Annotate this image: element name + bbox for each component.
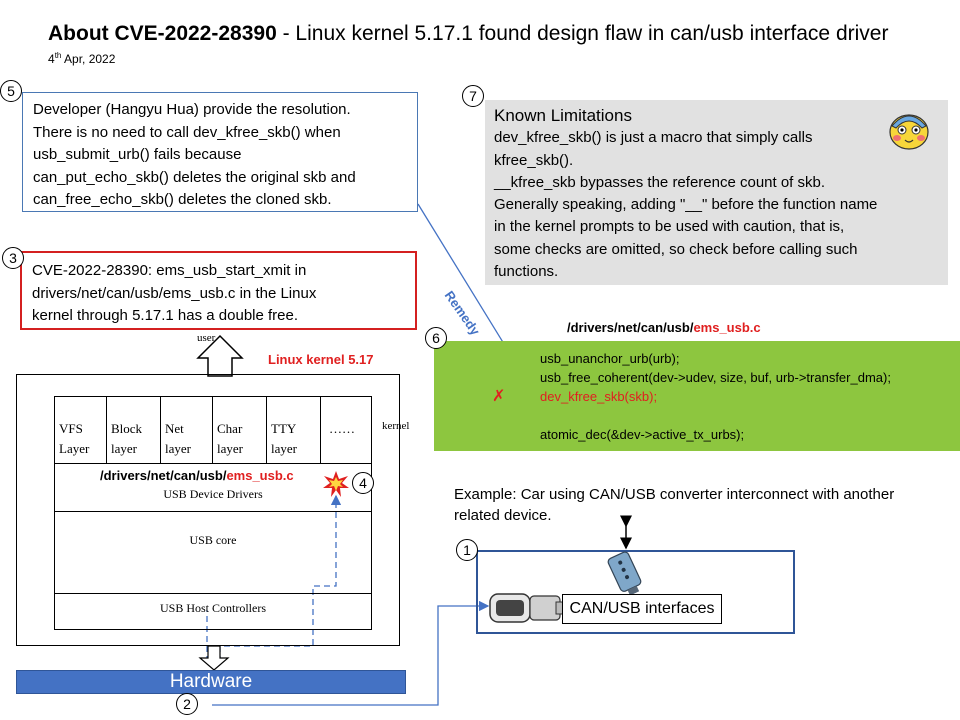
cve-line: CVE-2022-28390: ems_usb_start_xmit in <box>32 262 307 279</box>
code-line: usb_unanchor_urb(urb); <box>540 351 680 366</box>
cve-line: drivers/net/can/usb/ems_usb.c in the Lin… <box>32 284 317 302</box>
cartoon-face-icon <box>889 114 929 150</box>
driver-file-path: /drivers/net/can/usb/ems_usb.c <box>100 468 294 483</box>
kernel-version-label: Linux kernel 5.17 <box>268 352 374 367</box>
hw-to-usb-connector <box>212 600 490 706</box>
marker-5: 5 <box>0 80 22 102</box>
limitation-line: in the kernel prompts to be used with ca… <box>494 218 845 236</box>
date-day: 4 <box>48 52 55 66</box>
date-rest: Apr, 2022 <box>61 52 116 66</box>
page-title: About CVE-2022-28390 - Linux kernel 5.17… <box>48 22 888 46</box>
known-limitations-heading: Known Limitations <box>494 106 632 125</box>
marker-4: 4 <box>352 472 374 494</box>
user-label: user <box>197 332 216 344</box>
can-usb-interfaces-label: CAN/USB interfaces <box>562 594 722 624</box>
kernel-outer-frame <box>16 374 400 646</box>
usb-core-label: USB core <box>189 533 237 547</box>
marker-7: 7 <box>462 85 484 107</box>
limitation-line: __kfree_skb bypasses the reference count… <box>494 173 826 191</box>
limitation-line: dev_kfree_skb() is just a macro that sim… <box>494 129 813 147</box>
date-suffix: th <box>54 51 62 60</box>
divider <box>55 511 371 512</box>
marker-6: 6 <box>425 327 447 349</box>
cve-line: kernel through 5.17.1 has a double free. <box>32 307 299 324</box>
driver-path-file: ems_usb.c <box>226 468 294 483</box>
code-file-path: /drivers/net/can/usb/ems_usb.c <box>567 320 761 335</box>
marker-1: 1 <box>456 539 478 561</box>
hardware-down-arrow <box>198 645 230 671</box>
driver-path-prefix: /drivers/net/can/usb/ <box>100 468 227 483</box>
title-bold: About CVE-2022-28390 <box>48 22 277 45</box>
marker-2: 2 <box>176 693 198 715</box>
limitation-line: functions. <box>494 263 559 281</box>
explosion-icon <box>323 471 349 497</box>
resolution-line: usb_submit_urb() fails because <box>33 146 242 163</box>
usb-plug-icon <box>489 593 567 623</box>
code-snippet-box: usb_unanchor_urb(urb); usb_free_coherent… <box>434 341 960 451</box>
marker-3: 3 <box>2 247 24 269</box>
kernel-side-label: kernel <box>382 420 410 432</box>
code-line: atomic_dec(&dev->active_tx_urbs); <box>540 427 745 442</box>
example-caption: Example: Car using CAN/USB converter int… <box>454 486 895 524</box>
limitation-line: Generally speaking, adding "__" before t… <box>494 196 878 214</box>
code-line: usb_free_coherent(dev->udev, size, buf, … <box>540 370 891 385</box>
code-line-removed: dev_kfree_skb(skb); <box>540 389 658 404</box>
hardware-bar: Hardware <box>16 670 406 694</box>
serial-connector-icon <box>607 551 642 596</box>
cross-mark-icon: ✗ <box>492 388 506 405</box>
usb-host-controllers-label: USB Host Controllers <box>159 601 266 615</box>
layer-ellipsis: …… <box>329 421 355 436</box>
resolution-box: Developer (Hangyu Hua) provide the resol… <box>22 92 418 212</box>
resolution-line: can_put_echo_skb() deletes the original … <box>33 168 356 186</box>
resolution-line: Developer (Hangyu Hua) provide the resol… <box>33 101 351 118</box>
usb-device-drivers-label: USB Device Drivers <box>163 487 263 501</box>
resolution-line: can_free_echo_skb() deletes the cloned s… <box>33 191 332 208</box>
code-path-prefix: /drivers/net/can/usb/ <box>567 320 694 335</box>
usb-device-box <box>476 550 795 634</box>
date-label: 4th Apr, 2022 <box>48 51 115 66</box>
user-up-arrow <box>196 334 244 377</box>
title-rest: - Linux kernel 5.17.1 found design flaw … <box>276 22 889 45</box>
known-limitations-box: Known Limitations dev_kfree_skb() is jus… <box>485 100 948 285</box>
divider <box>55 593 371 594</box>
limitation-line: some checks are omitted, so check before… <box>494 240 858 258</box>
code-path-file: ems_usb.c <box>693 320 761 335</box>
limitation-line: kfree_skb(). <box>494 151 574 169</box>
cve-description-box: CVE-2022-28390: ems_usb_start_xmit in dr… <box>20 251 417 330</box>
resolution-line: There is no need to call dev_kfree_skb()… <box>33 123 341 141</box>
